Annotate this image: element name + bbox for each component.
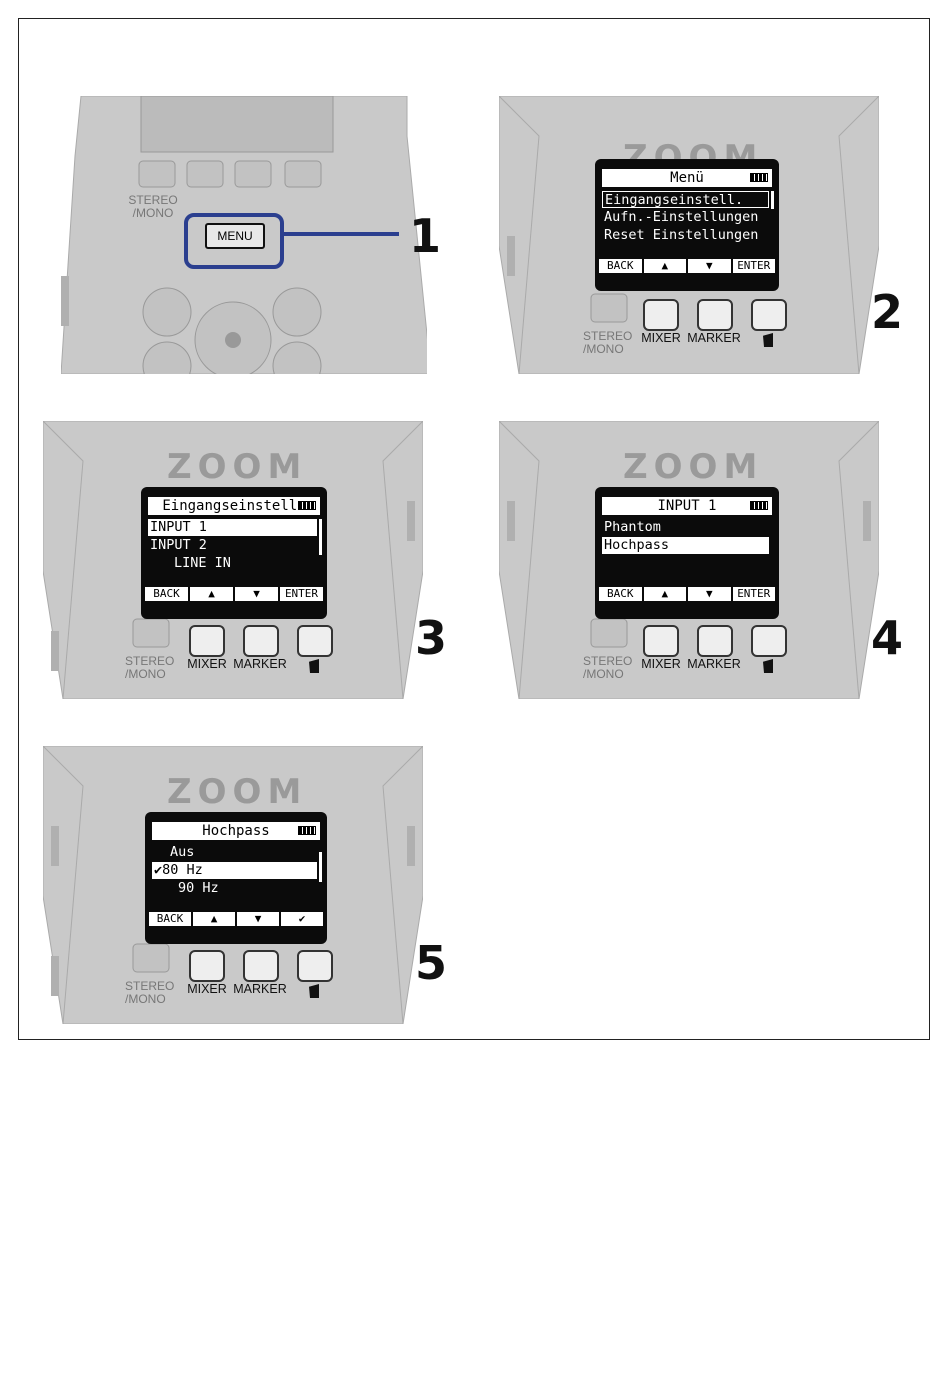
menu-item-rec-settings: Aufn.-Einstellungen: [604, 209, 759, 225]
softkey-bar-3: BACK▲▼ENTER: [145, 587, 323, 601]
softkey-down: ▼: [688, 587, 731, 601]
softkey-enter: ENTER: [732, 259, 775, 273]
marker-button[interactable]: [697, 625, 733, 657]
menu-item-input2: INPUT 2: [150, 537, 207, 553]
softkey-back: BACK: [599, 259, 642, 273]
softkey-down: ▼: [237, 912, 279, 926]
delete-button[interactable]: [751, 299, 787, 331]
marker-label: MARKER: [233, 982, 287, 996]
trash-icon: [763, 659, 773, 673]
menu-item-hochpass: Hochpass: [602, 537, 769, 554]
mixer-button[interactable]: [189, 625, 225, 657]
softkey-bar-4: BACK▲▼ENTER: [599, 587, 775, 601]
stereo-mono-label-2: STEREO /MONO: [583, 329, 633, 356]
screen-title-menu: Menü: [602, 169, 772, 187]
marker-label: MARKER: [233, 657, 287, 671]
menu-item-phantom: Phantom: [604, 519, 661, 535]
screen-title-hochpass: Hochpass: [152, 822, 320, 840]
trash-icon: [763, 333, 773, 347]
step-number-5: 5: [415, 936, 448, 990]
softkey-confirm: ✔: [281, 912, 323, 926]
menu-item-input1: INPUT 1: [148, 519, 317, 536]
mixer-label: MIXER: [641, 657, 681, 671]
lcd-screen-3: Eingangseinstell. INPUT 1 INPUT 2 LINE I…: [141, 487, 327, 619]
softkey-enter: ENTER: [732, 587, 775, 601]
marker-button[interactable]: [243, 950, 279, 982]
option-90hz: 90 Hz: [178, 880, 219, 896]
trash-icon: [309, 984, 319, 998]
mixer-label: MIXER: [187, 657, 227, 671]
zoom-logo-3: ZOOM: [167, 447, 308, 487]
step-number-2: 2: [871, 285, 904, 339]
mixer-button[interactable]: [643, 625, 679, 657]
option-80hz: ✔80 Hz: [152, 862, 317, 879]
stereo-mono-label-3: STEREO /MONO: [125, 654, 175, 681]
option-aus: Aus: [170, 844, 195, 860]
screen-title-input1: INPUT 1: [602, 497, 772, 515]
softkey-up: ▲: [190, 587, 233, 601]
battery-icon: [298, 826, 316, 835]
softkey-up: ▲: [193, 912, 235, 926]
menu-item-input-settings: Eingangseinstell.: [602, 191, 769, 208]
zoom-logo-4: ZOOM: [623, 447, 764, 487]
mixer-button[interactable]: [643, 299, 679, 331]
marker-button[interactable]: [697, 299, 733, 331]
softkey-back: BACK: [145, 587, 188, 601]
softkey-up: ▲: [643, 259, 686, 273]
zoom-logo-5: ZOOM: [167, 772, 308, 812]
softkey-bar-2: BACK▲▼ENTER: [599, 259, 775, 273]
scrollbar: [319, 519, 322, 555]
menu-item-reset: Reset Einstellungen: [604, 227, 759, 243]
marker-label: MARKER: [687, 657, 741, 671]
scrollbar: [771, 191, 774, 209]
step-number-4: 4: [871, 611, 904, 665]
softkey-down: ▼: [235, 587, 278, 601]
step-number-3: 3: [415, 611, 448, 665]
mixer-button[interactable]: [189, 950, 225, 982]
stereo-mono-label-4: STEREO /MONO: [583, 654, 633, 681]
trash-icon: [309, 659, 319, 673]
stereo-mono-label-5: STEREO /MONO: [125, 979, 175, 1006]
marker-button[interactable]: [243, 625, 279, 657]
battery-icon: [750, 173, 768, 182]
lcd-screen-4: INPUT 1 Phantom Hochpass BACK▲▼ENTER: [595, 487, 779, 619]
menu-button[interactable]: MENU: [205, 223, 265, 249]
lcd-screen-2: Menü Eingangseinstell. Aufn.-Einstellung…: [595, 159, 779, 291]
battery-icon: [750, 501, 768, 510]
softkey-up: ▲: [643, 587, 686, 601]
mixer-label: MIXER: [187, 982, 227, 996]
mixer-label: MIXER: [641, 331, 681, 345]
scrollbar: [319, 852, 322, 882]
softkey-enter: ENTER: [280, 587, 323, 601]
screen-title-input-settings: Eingangseinstell.: [148, 497, 320, 515]
battery-icon: [298, 501, 316, 510]
marker-label: MARKER: [687, 331, 741, 345]
delete-button[interactable]: [297, 625, 333, 657]
instruction-frame: STEREO /MONO MENU 1 ZOOM STEREO /MONO Me…: [18, 18, 930, 1040]
softkey-back: BACK: [149, 912, 191, 926]
menu-item-line-in: LINE IN: [174, 555, 231, 571]
softkey-down: ▼: [688, 259, 731, 273]
softkey-back: BACK: [599, 587, 642, 601]
softkey-bar-5: BACK▲▼✔: [149, 912, 323, 926]
stereo-mono-label: STEREO /MONO: [128, 193, 178, 220]
step-number-1: 1: [409, 209, 442, 263]
lcd-screen-5: Hochpass Aus ✔80 Hz 90 Hz BACK▲▼✔: [145, 812, 327, 944]
delete-button[interactable]: [751, 625, 787, 657]
confirm-button[interactable]: [297, 950, 333, 982]
